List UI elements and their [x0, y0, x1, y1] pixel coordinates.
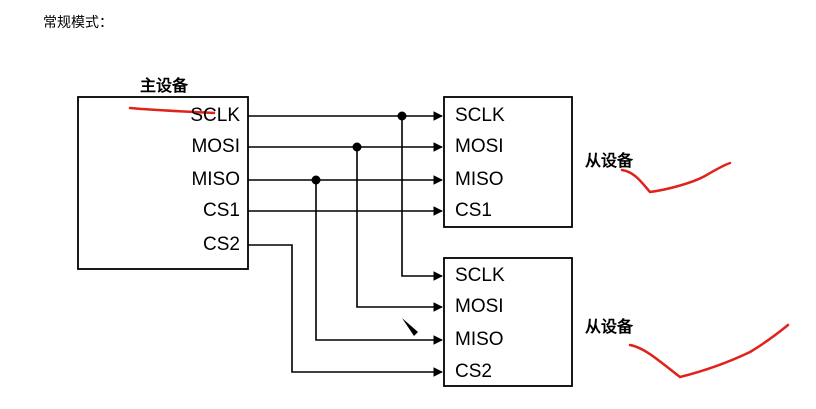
master-device-box [77, 96, 249, 270]
slave1-pin-miso: MISO [455, 169, 504, 190]
master-pin-mosi: MOSI [191, 136, 240, 157]
slave1-pin-mosi: MOSI [455, 136, 504, 157]
master-pin-cs1: CS1 [203, 200, 240, 221]
red-underline-mark [128, 106, 216, 115]
slave2-device-box [443, 257, 573, 387]
master-pin-miso: MISO [191, 169, 240, 190]
master-device-label: 主设备 [140, 76, 189, 95]
slave1-pin-cs1: CS1 [455, 200, 492, 221]
miso-branch-wire [315, 180, 443, 345]
pen-cursor-icon [402, 318, 418, 336]
cs2-wire [248, 244, 443, 377]
mosi-junction-dot [352, 142, 362, 152]
red-swoosh-mark-1 [620, 161, 732, 194]
mosi-branch-wire [356, 147, 443, 312]
slave2-pin-cs2: CS2 [455, 361, 492, 382]
slave1-device-box [443, 96, 573, 228]
slave2-pin-mosi: MOSI [455, 296, 504, 317]
page-caption: 常规模式： [43, 15, 113, 31]
slave1-device-label: 从设备 [585, 151, 634, 170]
master-pin-sclk: SCLK [190, 105, 240, 126]
sclk-junction-dot [397, 111, 407, 121]
slave2-pin-miso: MISO [455, 329, 504, 350]
miso-junction-dot [311, 175, 321, 185]
red-swoosh-mark-2 [628, 323, 790, 379]
slave2-pin-sclk: SCLK [455, 265, 505, 286]
sclk-branch-wire [401, 116, 443, 281]
slave1-pin-sclk: SCLK [455, 105, 505, 126]
slave2-device-label: 从设备 [585, 317, 634, 336]
master-pin-cs2: CS2 [203, 234, 240, 255]
